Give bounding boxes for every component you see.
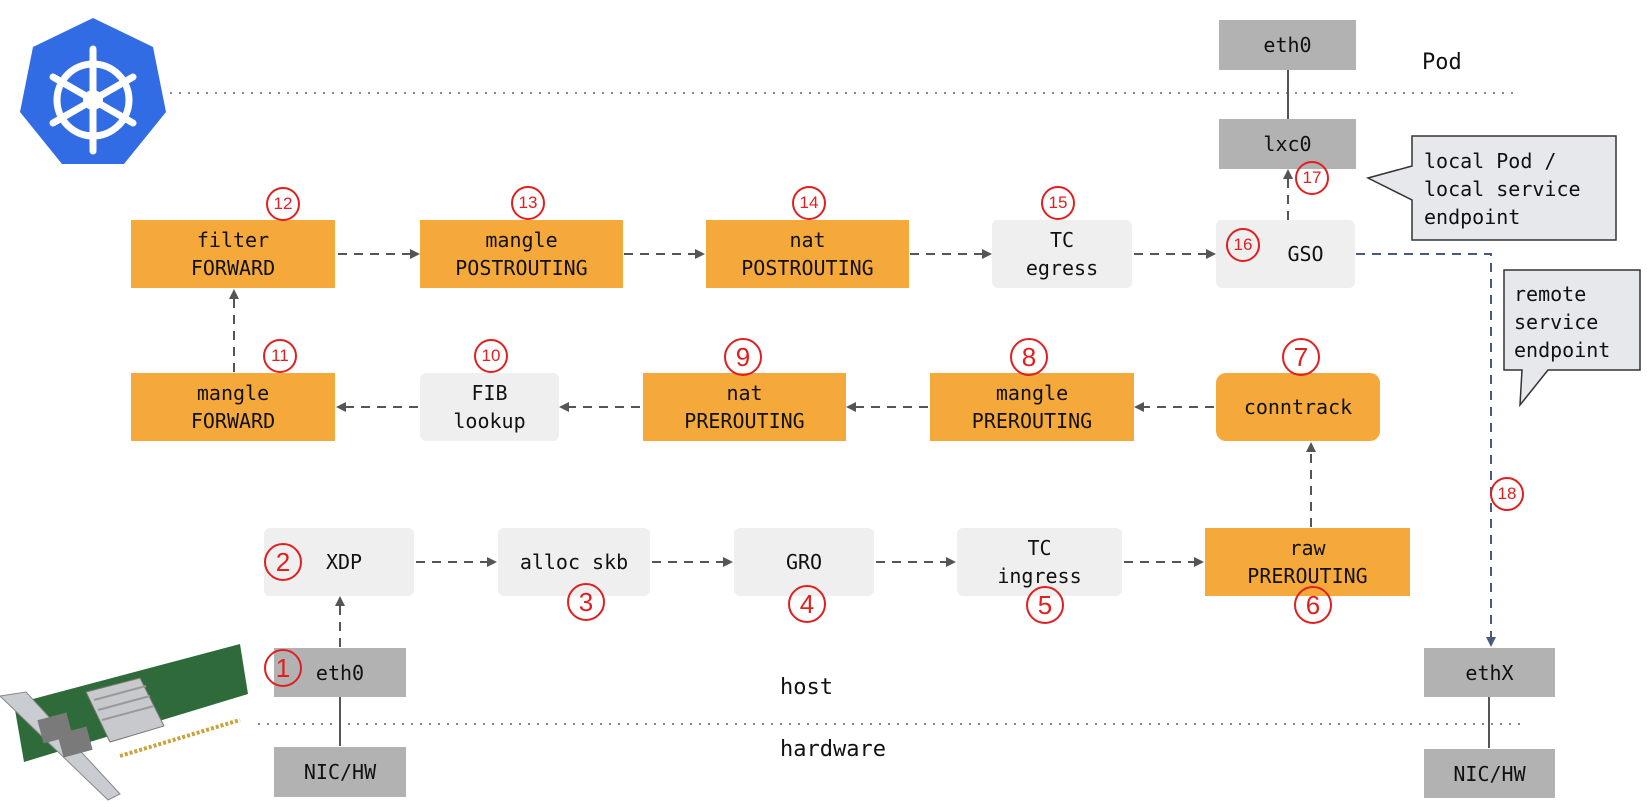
tc-egress-box: TC egress [992, 220, 1132, 288]
nat-postrouting-line2: POSTROUTING [741, 256, 874, 280]
ethx-label: ethX [1465, 660, 1514, 685]
xdp-label: XDP [325, 550, 363, 574]
gso-label: GSO [1287, 242, 1324, 266]
mangle-prerouting-line2: PREROUTING [971, 409, 1093, 433]
kubernetes-logo-icon [20, 18, 166, 164]
tc-ingress-line2: ingress [997, 564, 1082, 588]
fib-lookup-line1: FIB [471, 381, 508, 405]
raw-prerouting-line2: PREROUTING [1247, 564, 1368, 588]
mangle-forward-line2: FORWARD [190, 409, 276, 433]
callout-local-text: local Pod / local service endpoint [1424, 147, 1581, 231]
step-14: 14 [792, 186, 826, 220]
nat-postrouting-line1: nat [789, 228, 826, 252]
gro-label: GRO [785, 550, 823, 574]
mangle-postrouting-box: mangle POSTROUTING [420, 220, 623, 288]
alloc-skb-label: alloc skb [519, 550, 629, 574]
step-18: 18 [1490, 477, 1524, 511]
tc-ingress-box: TC ingress [957, 528, 1122, 596]
hardware-label: hardware [780, 737, 886, 762]
step-5: 5 [1026, 586, 1064, 624]
callout-remote-line3: endpoint [1514, 338, 1611, 362]
step-3: 3 [567, 583, 605, 621]
lxc0-box: lxc0 [1219, 119, 1356, 169]
pod-label: Pod [1422, 50, 1462, 75]
callout-remote-text: remote service endpoint [1514, 280, 1610, 364]
callout-remote-line1: remote [1514, 282, 1587, 306]
nic-hw-left-label: NIC/HW [303, 760, 377, 784]
filter-forward-line1: filter [196, 228, 270, 252]
callout-local-bubble [1365, 135, 1617, 241]
step-8: 8 [1010, 338, 1048, 376]
mangle-prerouting-line1: mangle [995, 381, 1069, 405]
step-11: 11 [263, 339, 297, 373]
raw-prerouting-box: raw PREROUTING [1205, 528, 1410, 596]
fib-lookup-box: FIB lookup [420, 373, 559, 441]
pod-eth0-label: eth0 [1263, 33, 1312, 57]
lxc0-label: lxc0 [1263, 132, 1312, 156]
step-13: 13 [511, 186, 545, 220]
mangle-prerouting-box: mangle PREROUTING [930, 373, 1134, 441]
raw-prerouting-line1: raw [1289, 536, 1326, 560]
host-eth0-label: eth0 [315, 660, 365, 685]
callout-local-line1: local Pod / [1424, 149, 1557, 173]
nic-hw-left-box: NIC/HW [274, 747, 406, 797]
alloc-skb-box: alloc skb [498, 528, 650, 596]
conntrack-label: conntrack [1243, 395, 1353, 419]
mangle-postrouting-line2: POSTROUTING [455, 256, 588, 280]
mangle-forward-box: mangle FORWARD [131, 373, 335, 441]
filter-forward-box: filter FORWARD [131, 220, 335, 288]
nat-prerouting-line2: PREROUTING [684, 409, 805, 433]
conntrack-box: conntrack [1216, 373, 1380, 441]
nic-card-icon [0, 644, 248, 801]
mangle-forward-line1: mangle [196, 381, 270, 405]
step-15: 15 [1041, 186, 1075, 220]
step-6: 6 [1294, 586, 1332, 624]
nic-hw-right-box: NIC/HW [1424, 749, 1555, 798]
nat-postrouting-box: nat POSTROUTING [706, 220, 909, 288]
ethx-box: ethX [1424, 648, 1555, 697]
step-9: 9 [724, 338, 762, 376]
nat-prerouting-box: nat PREROUTING [643, 373, 846, 441]
fib-lookup-line2: lookup [453, 409, 526, 433]
gro-box: GRO [734, 528, 874, 596]
mangle-postrouting-line1: mangle [485, 228, 558, 252]
step-2: 2 [264, 543, 302, 581]
callout-local-line3: endpoint [1424, 205, 1521, 229]
host-label: host [780, 675, 833, 700]
step-10: 10 [474, 339, 508, 373]
nat-prerouting-line1: nat [726, 381, 763, 405]
tc-egress-line1: TC [1049, 228, 1075, 252]
step-7: 7 [1282, 338, 1320, 376]
tc-ingress-line1: TC [1027, 536, 1052, 560]
callout-local-line2: local service [1424, 177, 1581, 201]
tc-egress-line2: egress [1025, 256, 1099, 280]
step-1: 1 [264, 649, 302, 687]
callout-remote-bubble [1503, 269, 1641, 408]
filter-forward-line2: FORWARD [190, 256, 276, 280]
step-4: 4 [788, 585, 826, 623]
xdp-box: XDP [264, 528, 414, 596]
arrow-gso-ethx [1356, 253, 1496, 647]
step-12: 12 [266, 187, 300, 221]
pod-eth0-box: eth0 [1219, 20, 1356, 70]
step-16: 16 [1226, 228, 1260, 262]
nic-hw-right-label: NIC/HW [1453, 761, 1526, 786]
step-17: 17 [1295, 161, 1329, 195]
callout-remote-line2: service [1514, 310, 1599, 334]
